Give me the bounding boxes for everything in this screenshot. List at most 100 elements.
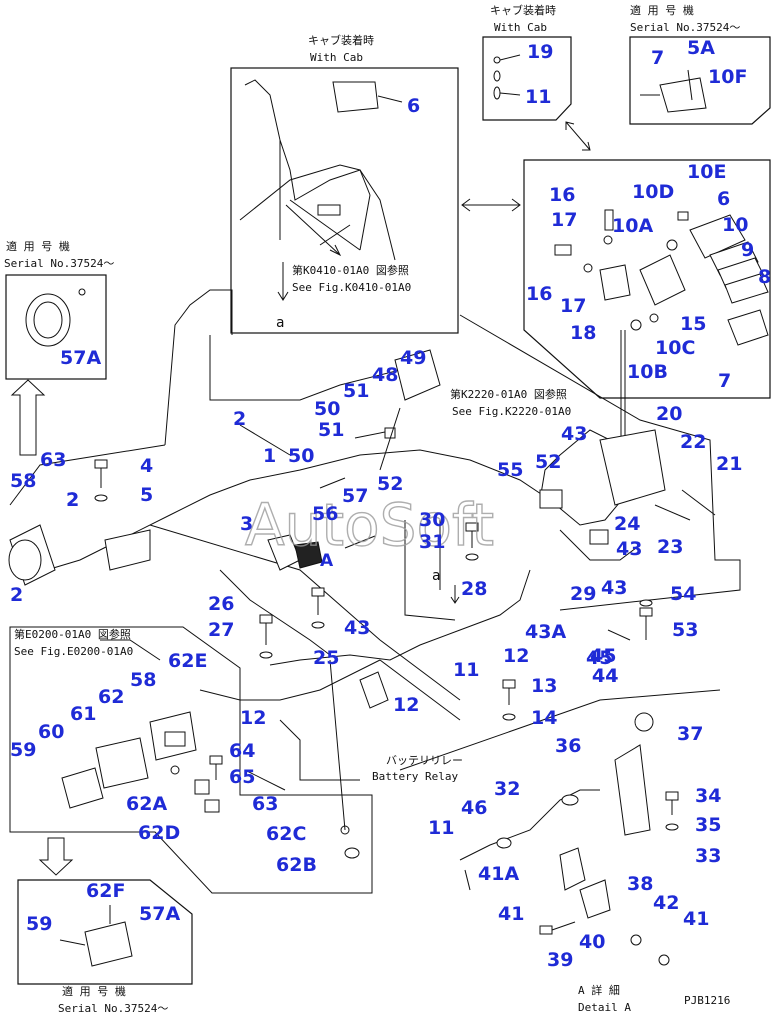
callout-number: 57A [139,903,180,925]
callout-number: 12 [393,694,419,716]
callout-number: 59 [10,739,36,761]
down-arrow-icon [38,837,74,876]
double-arrow-icon [461,198,521,212]
callout-number: 2 [66,489,79,511]
callout-number: 4 [140,455,153,477]
callout-number: 41A [478,863,519,885]
callout-number: 17 [560,295,586,317]
callout-number: 51 [343,380,369,402]
callout-number: 2 [66,489,79,511]
callout-number: 6 [407,95,420,117]
serial-bottom-lamp-drawing [59,905,133,967]
lamp-housing-part [689,214,746,259]
callout-number: 21 [716,453,742,475]
callout-number: 43 [616,538,642,560]
callout-number: 17 [551,209,577,231]
callout-number: 43 [561,423,587,445]
callout-number: 59 [26,913,52,935]
with-cab-top-en: With Cab [494,21,547,34]
callout-number: 12 [240,707,266,729]
callout-number: 16 [549,184,575,206]
serial-left-jp: 適 用 号 機 [6,239,70,253]
callout-number: 2 [10,584,23,606]
callout-number: 60 [38,721,64,743]
callout-number: 29 [570,583,596,605]
callout-number: 33 [695,845,721,867]
callout-number: 31 [419,531,445,553]
callout-number: 56 [312,503,338,525]
callout-number: 46 [461,797,487,819]
callout-number: 54 [670,583,696,605]
callout-number: 25 [313,647,339,669]
callout-number: 18 [570,322,596,344]
callout-number: 52 [535,451,561,473]
arrow-a-main [450,585,460,604]
callout-number: 11 [453,659,479,681]
callout-number: 57 [342,485,368,507]
callout-number: 41 [683,908,709,930]
callout-number: 62D [138,822,180,844]
lamp-parts-drawing [554,209,769,346]
callout-number: 11 [525,86,551,108]
up-arrow-icon [10,379,46,456]
callout-number: 19 [527,41,553,63]
callout-number: 62F [86,880,125,902]
battery-relay-en: Battery Relay [372,770,458,783]
callout-number: 28 [461,578,487,600]
ref-k0410-jp: 第K0410-01A0 図参照 [292,263,409,277]
callout-number: 2 [233,408,246,430]
callout-number: 15 [680,313,706,335]
callout-number: 48 [372,364,398,386]
ref-k0410-en: See Fig.K0410-01A0 [292,281,411,294]
callout-number: 41 [498,903,524,925]
front-lamp-area-outline [9,626,373,894]
callout-number: 20 [656,403,682,425]
callout-number: 45 [586,647,612,669]
callout-number: 62C [266,823,306,845]
callout-number: 43 [601,577,627,599]
callout-number: 8 [758,266,771,288]
arrow-a-cab [277,262,289,301]
callout-number: 16 [526,283,552,305]
with-cab-main-jp: キャブ装着時 [308,33,374,47]
callout-number: 12 [503,645,529,667]
callout-number: 50 [288,445,314,467]
callout-number: 37 [677,723,703,745]
ref-e0200-en: See Fig.E0200-01A0 [14,645,133,658]
callout-number: 26 [208,593,234,615]
callout-number: 38 [627,873,653,895]
callout-number: 65 [229,766,255,788]
callout-number: 11 [428,817,454,839]
callout-number: 49 [400,347,426,369]
callout-number: 27 [208,619,234,641]
serial-bottom-en: Serial No.37524～ [58,1002,168,1015]
double-arrow-icon [565,121,591,151]
serial-bottom-jp: 適 用 号 機 [62,984,126,998]
callout-number: 10D [632,181,674,203]
callout-number: 9 [741,239,754,261]
with-cab-top-jp: キャブ装着時 [490,3,556,17]
detail-a-en: Detail A [578,1001,631,1014]
detail-a-outline [399,689,721,771]
watermark-text: AutoSoft [245,491,494,559]
wiring-harness [29,330,641,891]
callout-number: 24 [614,513,640,535]
callout-number: 22 [680,431,706,453]
callout-number: 44 [592,665,618,687]
callout-number: 62 [98,686,124,708]
ref-A-label: A [320,551,334,571]
left-lamp-drawing [8,524,151,586]
callout-number: 53 [672,619,698,641]
callout-number: 34 [695,785,721,807]
callout-number: 10F [708,66,747,88]
callout-number: 14 [531,707,557,729]
callout-number: 6 [717,188,730,210]
with-cab-small-inset-frame [482,36,572,121]
callout-number: 7 [651,47,664,69]
callout-number: 32 [494,778,520,800]
with-cab-main-en: With Cab [310,51,363,64]
ref-k2220-en: See Fig.K2220-01A0 [452,405,571,418]
battery-relay-jp: バッテリリレー [386,754,463,767]
small-cab-inset-drawing [493,54,521,100]
